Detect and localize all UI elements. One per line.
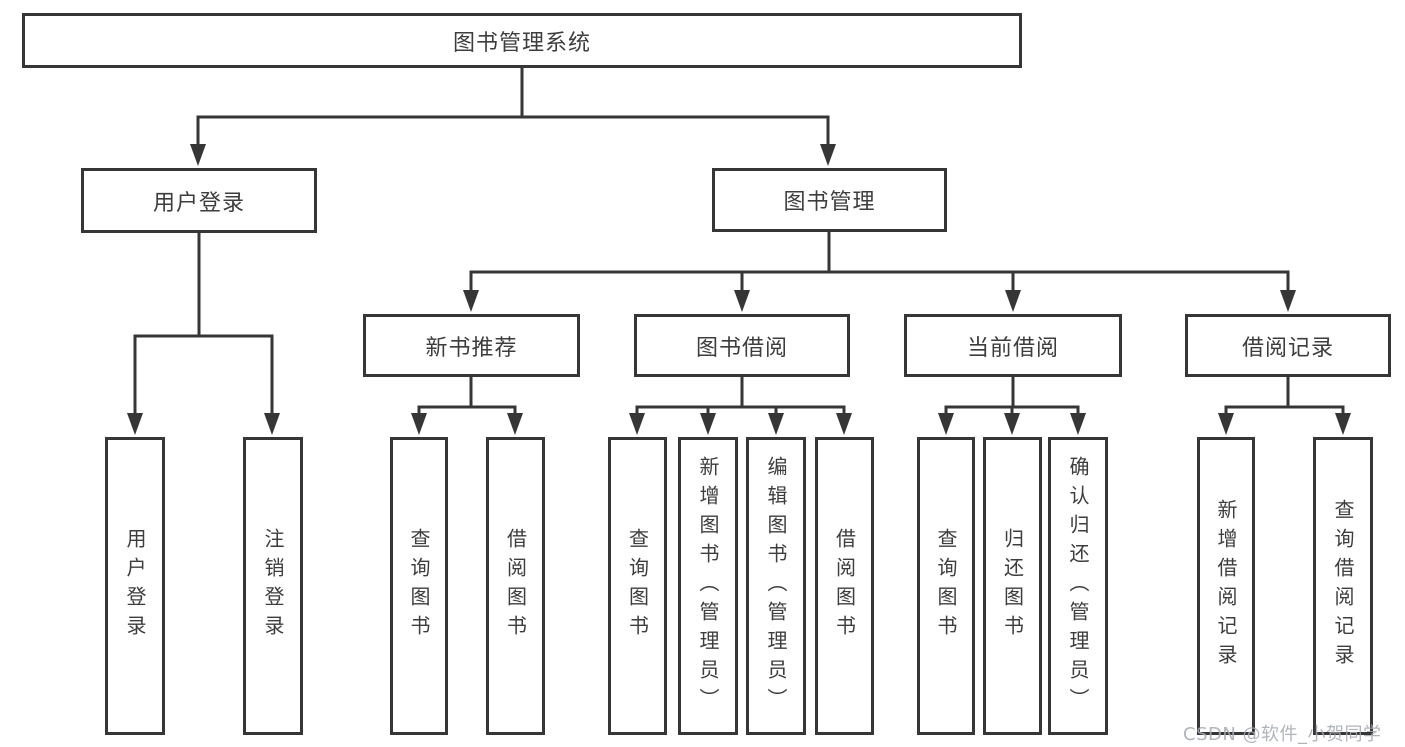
- leaf-return-books: 归还图书: [983, 437, 1042, 735]
- leaf-borrow-books-borrowing: 借阅图书: [815, 437, 874, 735]
- node-book-management: 图书管理: [712, 168, 947, 232]
- leaf-logout: 注销登录: [243, 437, 303, 735]
- node-book-borrowing: 图书借阅: [634, 314, 850, 377]
- node-library-management-system: 图书管理系统: [22, 13, 1022, 68]
- leaf-query-books-current: 查询图书: [917, 437, 975, 735]
- node-new-book-recommendation: 新书推荐: [363, 314, 580, 377]
- node-current-borrowing: 当前借阅: [904, 314, 1122, 377]
- csdn-watermark: CSDN @软件_小贺同学: [1183, 724, 1382, 745]
- leaf-query-books-borrowing: 查询图书: [608, 437, 667, 735]
- node-borrowing-records: 借阅记录: [1185, 314, 1391, 377]
- arrowheads: [127, 144, 1351, 435]
- leaf-borrow-books-recommend: 借阅图书: [486, 437, 545, 735]
- leaf-add-borrow-record: 新增借阅记录: [1197, 437, 1255, 735]
- leaf-confirm-return-admin: 确认归还（管理员）: [1048, 437, 1108, 735]
- node-user-login: 用户登录: [81, 168, 317, 233]
- leaf-edit-books-admin: 编辑图书（管理员）: [746, 437, 806, 735]
- leaf-query-borrow-record: 查询借阅记录: [1313, 437, 1373, 735]
- leaf-user-login: 用户登录: [105, 437, 165, 735]
- leaf-add-books-admin: 新增图书（管理员）: [678, 437, 738, 735]
- leaf-query-books-recommend: 查询图书: [390, 437, 448, 735]
